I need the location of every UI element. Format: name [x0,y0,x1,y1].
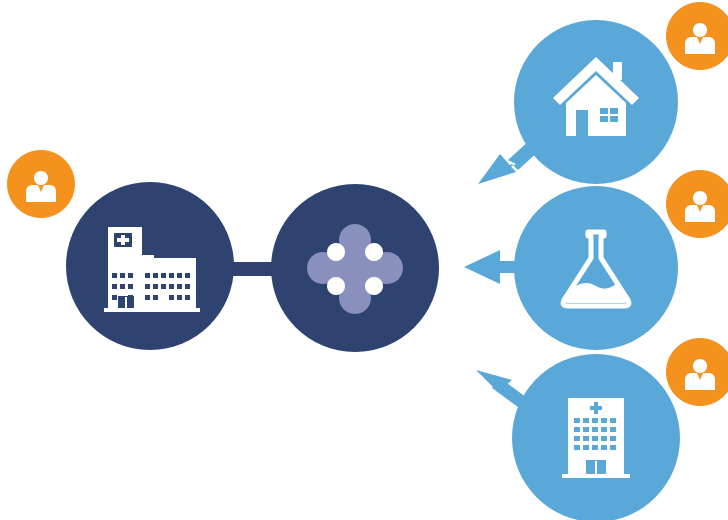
user-badge-source-hospital [7,150,75,218]
hospital-tower-icon [562,398,630,478]
hub-node [271,184,439,352]
user-badge-hospital [666,338,728,406]
house-icon [553,57,639,136]
arrow-from-home [478,140,540,184]
lab-node [514,186,678,350]
lab-circle [514,186,678,350]
user-badge-lab [666,170,728,238]
flask-icon [560,229,632,309]
source-hospital-node [66,182,234,350]
hospital-building-icon [104,227,200,312]
user-badge-home [666,2,728,70]
molecule-network-icon [307,224,403,314]
connector-bar [225,262,277,276]
hospital-node [512,354,680,520]
home-node [514,20,678,184]
